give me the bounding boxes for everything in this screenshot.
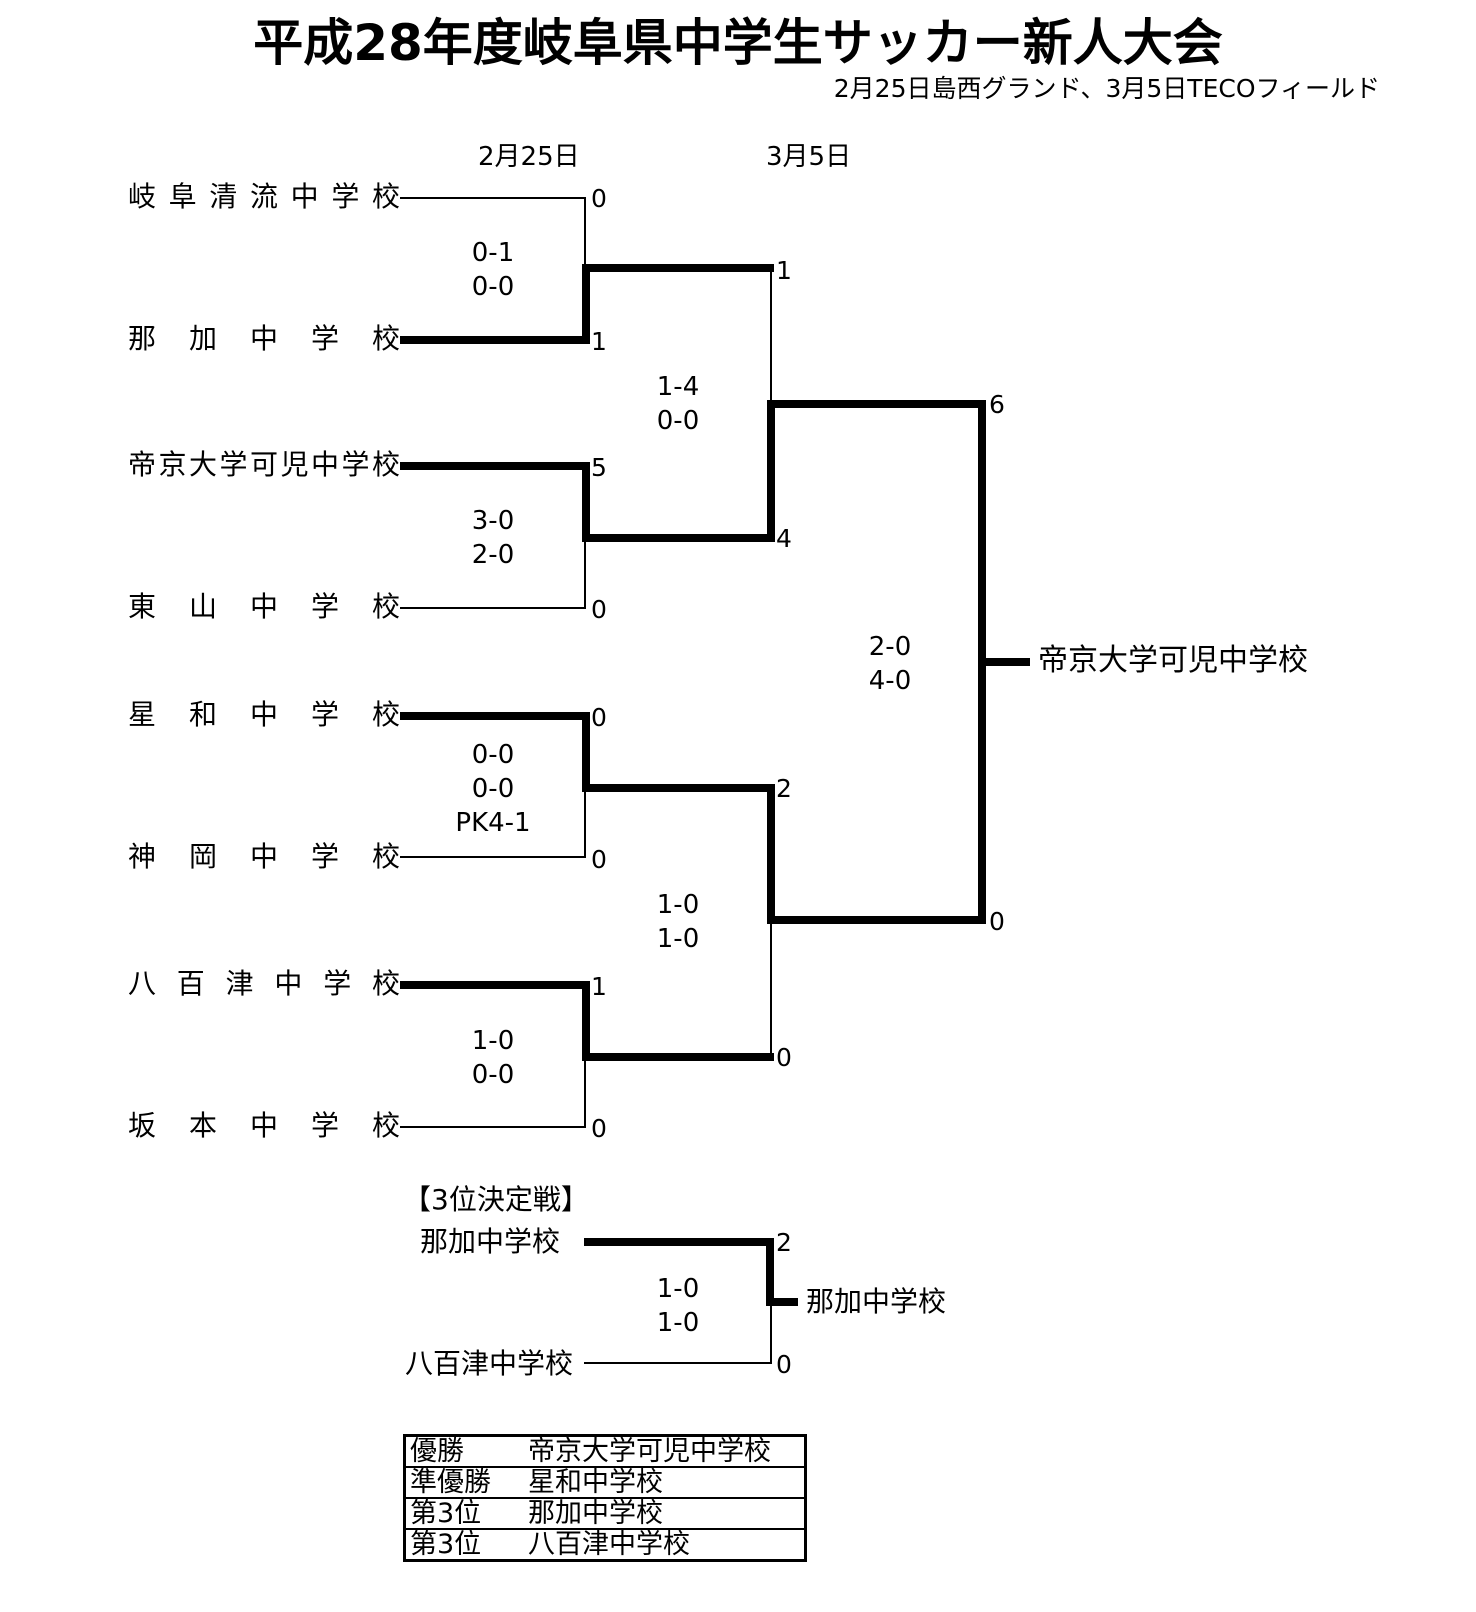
half-scores: 1-0 1-0 bbox=[656, 890, 700, 954]
bracket-line-winner bbox=[767, 784, 775, 924]
team-name: 星和中学校 bbox=[128, 698, 400, 731]
bracket-line-winner bbox=[582, 981, 590, 1061]
score: 1 bbox=[591, 327, 607, 356]
bracket-line-winner bbox=[582, 1053, 774, 1061]
score: 4 bbox=[776, 524, 792, 553]
bracket-line bbox=[770, 922, 772, 1056]
half-scores: 3-0 2-0 bbox=[471, 506, 515, 570]
bracket-line bbox=[770, 1305, 772, 1364]
bracket-line bbox=[400, 607, 586, 609]
half-scores: 1-4 0-0 bbox=[656, 372, 700, 436]
table-row: 優勝 帝京大学可児中学校 bbox=[403, 1434, 807, 1468]
bracket-line bbox=[770, 268, 772, 404]
score: 0 bbox=[591, 595, 607, 624]
team-name: 八百津中学校 bbox=[128, 967, 400, 1000]
score: 6 bbox=[989, 390, 1005, 419]
bracket-line-winner bbox=[582, 712, 590, 792]
team-name: 坂本中学校 bbox=[128, 1109, 400, 1142]
bracket-line-winner bbox=[766, 1238, 774, 1306]
score: 0 bbox=[591, 184, 607, 213]
team-name: 岐阜清流中学校 bbox=[128, 180, 400, 213]
team-cell: 八百津中学校 bbox=[524, 1528, 807, 1562]
bracket-line-winner bbox=[582, 264, 590, 344]
bracket-line-winner bbox=[400, 336, 590, 344]
rank-cell: 優勝 bbox=[403, 1434, 524, 1468]
third-place-heading: 【3位決定戦】 bbox=[403, 1183, 589, 1216]
table-row: 第3位 八百津中学校 bbox=[403, 1528, 807, 1562]
bracket-line-winner bbox=[584, 1238, 774, 1246]
half-scores: 0-1 0-0 bbox=[471, 238, 515, 302]
score: 1 bbox=[591, 972, 607, 1001]
score: 0 bbox=[776, 1043, 792, 1072]
bracket-line bbox=[400, 856, 586, 858]
third-place-winner: 那加中学校 bbox=[806, 1285, 947, 1318]
standings-table: 優勝 帝京大学可児中学校 準優勝 星和中学校 第3位 那加中学校 第3位 八百津… bbox=[403, 1434, 807, 1562]
bracket-line bbox=[584, 1362, 772, 1364]
bracket-line bbox=[400, 1126, 586, 1128]
page-title: 平成28年度岐阜県中学生サッカー新人大会 bbox=[253, 14, 1223, 72]
bracket-line-winner bbox=[767, 400, 775, 542]
bracket-line-winner bbox=[582, 264, 774, 272]
bracket-line-winner bbox=[582, 784, 774, 792]
round1-date: 2月25日 bbox=[478, 142, 580, 172]
bracket-line-winner bbox=[767, 916, 986, 924]
team-cell: 帝京大学可児中学校 bbox=[524, 1434, 807, 1468]
bracket-line bbox=[584, 1057, 586, 1128]
team-cell: 星和中学校 bbox=[524, 1466, 807, 1499]
bracket-line-winner bbox=[400, 981, 590, 989]
bracket-line-winner bbox=[978, 658, 1030, 666]
bracket-line-winner bbox=[400, 462, 590, 470]
team-name: 那加中学校 bbox=[420, 1225, 561, 1258]
half-scores: 1-0 0-0 bbox=[471, 1026, 515, 1090]
team-name: 神岡中学校 bbox=[128, 840, 400, 873]
score: 0 bbox=[591, 845, 607, 874]
venue-subtitle: 2月25日島西グランド、3月5日TECOフィールド bbox=[833, 74, 1380, 103]
rank-cell: 第3位 bbox=[403, 1497, 524, 1530]
score: 1 bbox=[776, 256, 792, 285]
bracket-line bbox=[584, 197, 586, 267]
half-scores: 2-0 4-0 bbox=[868, 632, 912, 696]
rank-cell: 準優勝 bbox=[403, 1466, 524, 1499]
table-row: 第3位 那加中学校 bbox=[403, 1497, 807, 1530]
team-name: 那加中学校 bbox=[128, 322, 400, 355]
score: 0 bbox=[591, 1114, 607, 1143]
half-scores: 0-0 0-0 PK4-1 bbox=[455, 740, 531, 838]
bracket-line bbox=[584, 788, 586, 858]
half-scores: 1-0 1-0 bbox=[656, 1274, 700, 1338]
bracket-line-winner bbox=[400, 712, 590, 720]
rank-cell: 第3位 bbox=[403, 1528, 524, 1562]
team-name: 東山中学校 bbox=[128, 590, 400, 623]
team-cell: 那加中学校 bbox=[524, 1497, 807, 1530]
bracket-line bbox=[400, 197, 586, 199]
score: 0 bbox=[591, 703, 607, 732]
round2-date: 3月5日 bbox=[766, 142, 852, 172]
champion-name: 帝京大学可児中学校 bbox=[1038, 643, 1308, 678]
score: 2 bbox=[776, 1228, 792, 1257]
bracket-line bbox=[584, 538, 586, 609]
bracket-line-winner bbox=[767, 400, 986, 408]
table-row: 準優勝 星和中学校 bbox=[403, 1466, 807, 1499]
team-name: 八百津中学校 bbox=[405, 1347, 574, 1380]
score: 0 bbox=[776, 1350, 792, 1379]
score: 5 bbox=[591, 453, 607, 482]
bracket-line-winner bbox=[766, 1298, 798, 1306]
bracket-line-winner bbox=[582, 534, 774, 542]
team-name: 帝京大学可児中学校 bbox=[128, 448, 400, 481]
bracket-line-winner bbox=[582, 462, 590, 542]
score: 0 bbox=[989, 907, 1005, 936]
score: 2 bbox=[776, 774, 792, 803]
